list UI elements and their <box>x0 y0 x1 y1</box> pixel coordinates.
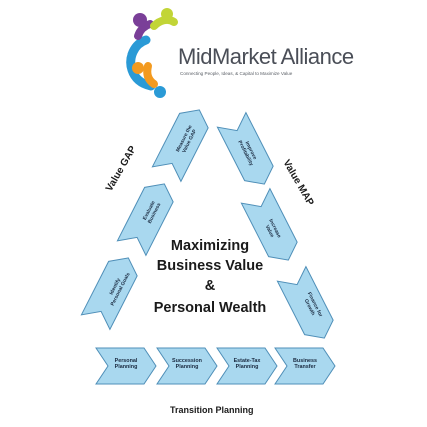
chevron-estate-tax-planning <box>216 347 278 385</box>
step-business-transfer: Business Transfer <box>293 358 317 371</box>
center-line-1: Maximizing <box>170 238 250 254</box>
center-line-3: & <box>204 278 216 294</box>
transition-planning-label: Transition Planning <box>170 405 254 415</box>
chevron-identify-personal-goals <box>80 257 138 331</box>
center-line-2: Business Value <box>156 258 264 274</box>
chevron-finance-for-growth <box>276 265 334 339</box>
logo-title: MidMarket Alliance <box>178 44 354 69</box>
chevron-succession-planning <box>156 347 218 385</box>
chevron-evaluate-business <box>116 183 174 257</box>
step-personal-planning: Personal Planning <box>114 358 138 371</box>
step-estate-tax-planning: Estate-Tax Planning <box>233 358 261 371</box>
chevron-improve-profitability <box>216 111 274 185</box>
center-line-4: Personal Wealth <box>153 300 267 316</box>
logo-tagline: Connecting People, Ideas, & Capital to M… <box>180 71 293 76</box>
chevron-increase-value <box>240 187 298 261</box>
step-succession-planning: Succession Planning <box>172 358 202 371</box>
logo-mark-icon <box>126 8 178 98</box>
chevron-business-transfer <box>274 347 336 385</box>
chevron-personal-planning <box>95 347 157 385</box>
chevron-measure-value-gap <box>151 109 209 183</box>
